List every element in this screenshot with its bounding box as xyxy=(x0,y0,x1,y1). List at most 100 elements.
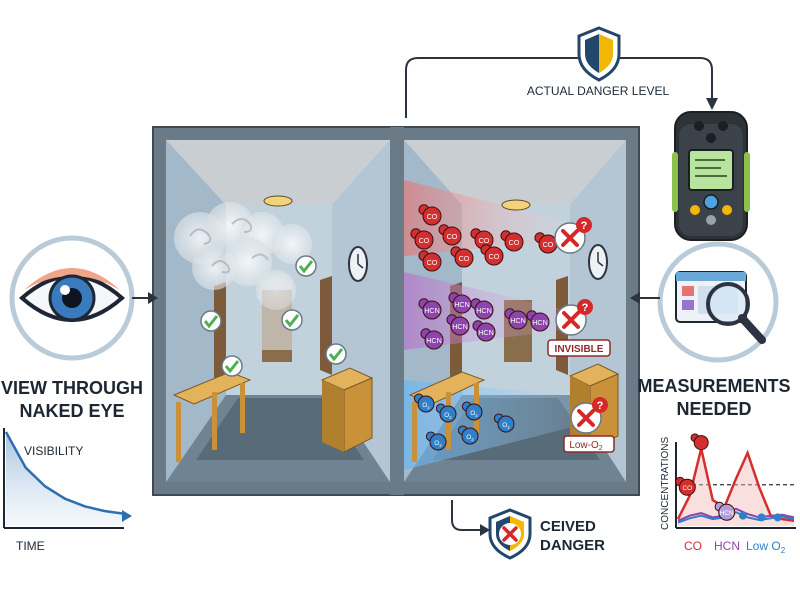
o2-chart-marker xyxy=(738,511,747,520)
co-chart-marker: CO xyxy=(675,476,696,496)
legend-hcn: HCN xyxy=(714,539,740,553)
measure-arrowhead xyxy=(630,292,640,304)
o2-molecule: O2 xyxy=(425,431,447,451)
hcn-chart-marker-label: HCN xyxy=(720,510,734,517)
eye-icon xyxy=(9,235,135,361)
actual-danger-label: ACTUAL DANGER LEVEL xyxy=(527,84,670,98)
co-molecule: CO xyxy=(410,228,434,250)
hcn-molecule: HCN xyxy=(470,298,494,320)
co-molecule-label: CO xyxy=(447,232,458,241)
measure-title-line1: MEASUREMENTS xyxy=(637,376,790,396)
hcn-molecule: HCN xyxy=(418,298,442,320)
perceived-title-line2: DANGER xyxy=(540,537,605,554)
ceiling-lamp-icon xyxy=(501,199,531,211)
hcn-molecule: HCN xyxy=(472,320,496,342)
hcn-molecule-label: HCN xyxy=(424,306,440,315)
o2-molecule: O2 xyxy=(461,401,483,421)
hcn-molecule: HCN xyxy=(526,310,550,332)
o2-molecule: O2 xyxy=(435,403,457,423)
hall-cabinet xyxy=(320,367,374,453)
eye-arrowhead xyxy=(148,292,158,304)
hcn-molecule: HCN xyxy=(504,308,528,330)
hcn-molecule: HCN xyxy=(448,292,472,314)
co-molecule: CO xyxy=(438,224,462,246)
perceived-title-line1: CEIVED xyxy=(540,518,596,535)
o2-molecule: O2 xyxy=(457,425,479,445)
o2-molecule: O2 xyxy=(413,393,435,413)
co-molecule: CO xyxy=(480,244,504,266)
co-molecule: CO xyxy=(418,204,442,226)
hcn-molecule-label: HCN xyxy=(532,318,548,327)
co-peak-marker xyxy=(690,433,709,451)
legend-co: CO xyxy=(684,539,702,553)
perceived-flow-arrowhead xyxy=(480,524,490,536)
hcn-molecule-label: HCN xyxy=(510,316,526,325)
o2-molecule-label: O2 xyxy=(444,412,452,420)
wall-clock-icon xyxy=(588,244,608,280)
o2-molecule-label: O2 xyxy=(470,410,478,418)
perceived-flow-arrow xyxy=(451,500,482,531)
measure-title-line2: NEEDED xyxy=(676,399,751,419)
ceiling-lamp-icon xyxy=(263,195,293,207)
check-icon xyxy=(325,343,347,365)
smoke-icon xyxy=(174,202,312,350)
danger-x-icon: ? xyxy=(555,299,593,336)
o2-molecule-label: O2 xyxy=(422,402,430,410)
danger-x-icon: ? xyxy=(554,217,592,254)
view-title-line2: NAKED EYE xyxy=(19,401,124,421)
low-o2-tag-text: Low-O2 xyxy=(569,440,602,452)
svg-text:?: ? xyxy=(581,220,588,232)
visibility-area xyxy=(6,432,124,526)
co-molecule-label: CO xyxy=(479,236,490,245)
hcn-molecule-label: HCN xyxy=(452,322,468,331)
visibility-series-line xyxy=(4,431,125,516)
co-molecule-label: CO xyxy=(489,252,500,261)
o2-chart-marker xyxy=(773,513,782,522)
danger-x-icon: ? xyxy=(570,397,608,434)
co-molecule-label: CO xyxy=(459,254,470,263)
co-molecule-label: CO xyxy=(543,240,554,249)
time-label: TIME xyxy=(16,539,45,553)
co-series-area xyxy=(678,448,794,526)
magnifier-icon xyxy=(657,241,779,363)
check-icon xyxy=(200,310,222,332)
shield-icon xyxy=(577,26,621,82)
hcn-chart-marker: HCN xyxy=(714,501,736,521)
hcn-molecule: HCN xyxy=(420,328,444,350)
o2-molecule-label: O2 xyxy=(466,434,474,442)
hall-table xyxy=(172,371,252,462)
visibility-label: VISIBILITY xyxy=(24,444,83,458)
hcn-molecule-label: HCN xyxy=(476,306,492,315)
co-molecule: CO xyxy=(418,250,442,272)
co-molecule-label: CO xyxy=(427,212,438,221)
hcn-molecule-label: HCN xyxy=(454,300,470,309)
o2-molecule-label: O2 xyxy=(434,440,442,448)
danger-flow-arrow xyxy=(405,57,713,118)
co-molecule: CO xyxy=(500,230,524,252)
hcn-molecule-cluster: HCN HCN HCN HCN HCN HCN HCN HCN xyxy=(418,292,550,350)
invisible-tag-text: INVISIBLE xyxy=(555,344,604,355)
co-molecule-label: CO xyxy=(427,258,438,267)
shield-icon xyxy=(488,508,532,560)
danger-flow-arrowhead xyxy=(706,98,718,110)
check-icon xyxy=(221,355,243,377)
o2-molecule: O2 xyxy=(493,413,515,433)
visibility-chart: VISIBILITY TIME xyxy=(3,428,132,553)
visibility-arrowhead xyxy=(122,510,132,522)
o2-molecule-label: O2 xyxy=(502,422,510,430)
hcn-molecule-label: HCN xyxy=(478,328,494,337)
building-divider xyxy=(390,127,404,495)
wall-clock-icon xyxy=(348,246,368,282)
co-molecule-label: CO xyxy=(419,236,430,245)
concentrations-series-group: CO HCN xyxy=(675,433,795,526)
co-molecule: CO xyxy=(450,246,474,268)
svg-text:?: ? xyxy=(582,302,589,314)
concentrations-label: CONCENTRATIONS xyxy=(660,437,671,530)
svg-text:?: ? xyxy=(597,400,604,412)
